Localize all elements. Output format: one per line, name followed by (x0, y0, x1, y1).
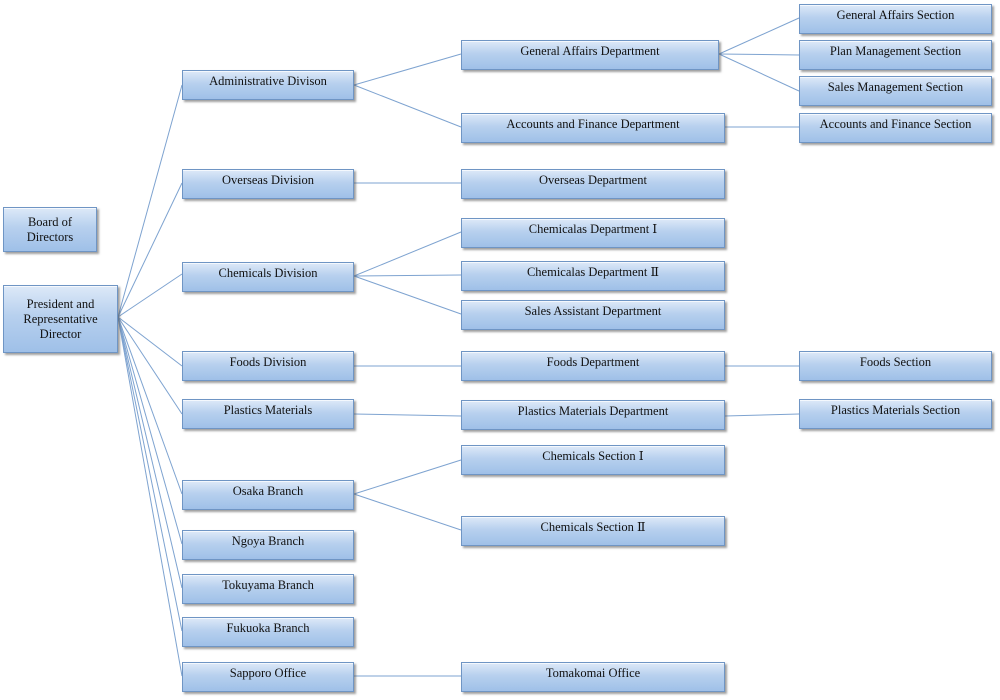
chemicals-department-1-box: Chemicalas Department Ⅰ (461, 218, 725, 248)
connector (718, 53, 800, 56)
connector (718, 53, 800, 92)
connector (117, 273, 183, 318)
connector (117, 316, 183, 632)
general-affairs-department-label: General Affairs Department (520, 44, 660, 58)
overseas-division-label: Overseas Division (222, 173, 314, 187)
connector (724, 413, 800, 417)
plastics-department-label: Plastics Materials Department (517, 404, 669, 418)
connector (353, 231, 462, 277)
connector (117, 316, 183, 495)
sales-assistant-department-box: Sales Assistant Department (461, 300, 725, 330)
connector (117, 316, 183, 415)
chemicals-department-2-box: Chemicalas Department Ⅱ (461, 261, 725, 291)
chemicals-section-1-box: Chemicals Section Ⅰ (461, 445, 725, 475)
osaka-branch-box: Osaka Branch (182, 480, 354, 510)
board-of-directors-label: Board of Directors (26, 214, 74, 244)
administrative-division-label: Administrative Divison (209, 74, 327, 88)
connector (117, 316, 183, 545)
accounts-finance-section-box: Accounts and Finance Section (799, 113, 992, 143)
tomakomai-office-label: Tomakomai Office (545, 666, 641, 680)
sapporo-office-label: Sapporo Office (229, 666, 307, 680)
sapporo-office-box: Sapporo Office (182, 662, 354, 692)
foods-division-box: Foods Division (182, 351, 354, 381)
foods-department-box: Foods Department (461, 351, 725, 381)
connector (353, 459, 462, 495)
foods-division-label: Foods Division (229, 355, 307, 369)
plastics-section-label: Plastics Materials Section (830, 403, 961, 417)
plastics-division-box: Plastics Materials (182, 399, 354, 429)
general-affairs-section-label: General Affairs Section (836, 8, 955, 22)
connector (353, 275, 462, 315)
connector (117, 316, 183, 589)
connector (117, 182, 183, 318)
overseas-department-label: Overseas Department (539, 173, 647, 187)
chemicals-section-2-box: Chemicals Section Ⅱ (461, 516, 725, 546)
connector (718, 17, 800, 55)
fukuoka-branch-label: Fukuoka Branch (226, 621, 310, 635)
ngoya-branch-box: Ngoya Branch (182, 530, 354, 560)
chemicals-section-2-label: Chemicals Section Ⅱ (540, 520, 646, 534)
plastics-section-box: Plastics Materials Section (799, 399, 992, 429)
accounts-finance-section-label: Accounts and Finance Section (819, 117, 972, 131)
president-label: President and Representative Director (23, 296, 98, 341)
ngoya-branch-label: Ngoya Branch (231, 534, 305, 548)
accounts-finance-department-label: Accounts and Finance Department (506, 117, 680, 131)
overseas-department-box: Overseas Department (461, 169, 725, 199)
president-box: President and Representative Director (3, 285, 118, 353)
connector (117, 316, 183, 367)
chemicals-division-label: Chemicals Division (218, 266, 318, 280)
tomakomai-office-box: Tomakomai Office (461, 662, 725, 692)
connector (117, 84, 183, 318)
fukuoka-branch-box: Fukuoka Branch (182, 617, 354, 647)
foods-section-box: Foods Section (799, 351, 992, 381)
connector (117, 316, 183, 677)
general-affairs-section-box: General Affairs Section (799, 4, 992, 34)
accounts-finance-department-box: Accounts and Finance Department (461, 113, 725, 143)
connector (353, 413, 462, 417)
chemicals-section-1-label: Chemicals Section Ⅰ (542, 449, 644, 463)
plan-management-section-label: Plan Management Section (829, 44, 962, 58)
chemicals-division-box: Chemicals Division (182, 262, 354, 292)
general-affairs-department-box: General Affairs Department (461, 40, 719, 70)
foods-section-label: Foods Section (859, 355, 932, 369)
tokuyama-branch-box: Tokuyama Branch (182, 574, 354, 604)
chemicals-department-2-label: Chemicalas Department Ⅱ (526, 265, 660, 279)
foods-department-label: Foods Department (546, 355, 640, 369)
connector (353, 53, 462, 86)
sales-assistant-department-label: Sales Assistant Department (524, 304, 662, 318)
connector (353, 493, 462, 531)
connector (353, 84, 462, 128)
tokuyama-branch-label: Tokuyama Branch (222, 578, 314, 592)
board-of-directors-box: Board of Directors (3, 207, 97, 252)
sales-management-section-box: Sales Management Section (799, 76, 992, 106)
connector (353, 274, 462, 277)
chemicals-department-1-label: Chemicalas Department Ⅰ (528, 222, 658, 236)
overseas-division-box: Overseas Division (182, 169, 354, 199)
sales-management-section-label: Sales Management Section (827, 80, 964, 94)
plastics-division-label: Plastics Materials (223, 403, 313, 417)
plastics-department-box: Plastics Materials Department (461, 400, 725, 430)
plan-management-section-box: Plan Management Section (799, 40, 992, 70)
administrative-division-box: Administrative Divison (182, 70, 354, 100)
osaka-branch-label: Osaka Branch (232, 484, 304, 498)
